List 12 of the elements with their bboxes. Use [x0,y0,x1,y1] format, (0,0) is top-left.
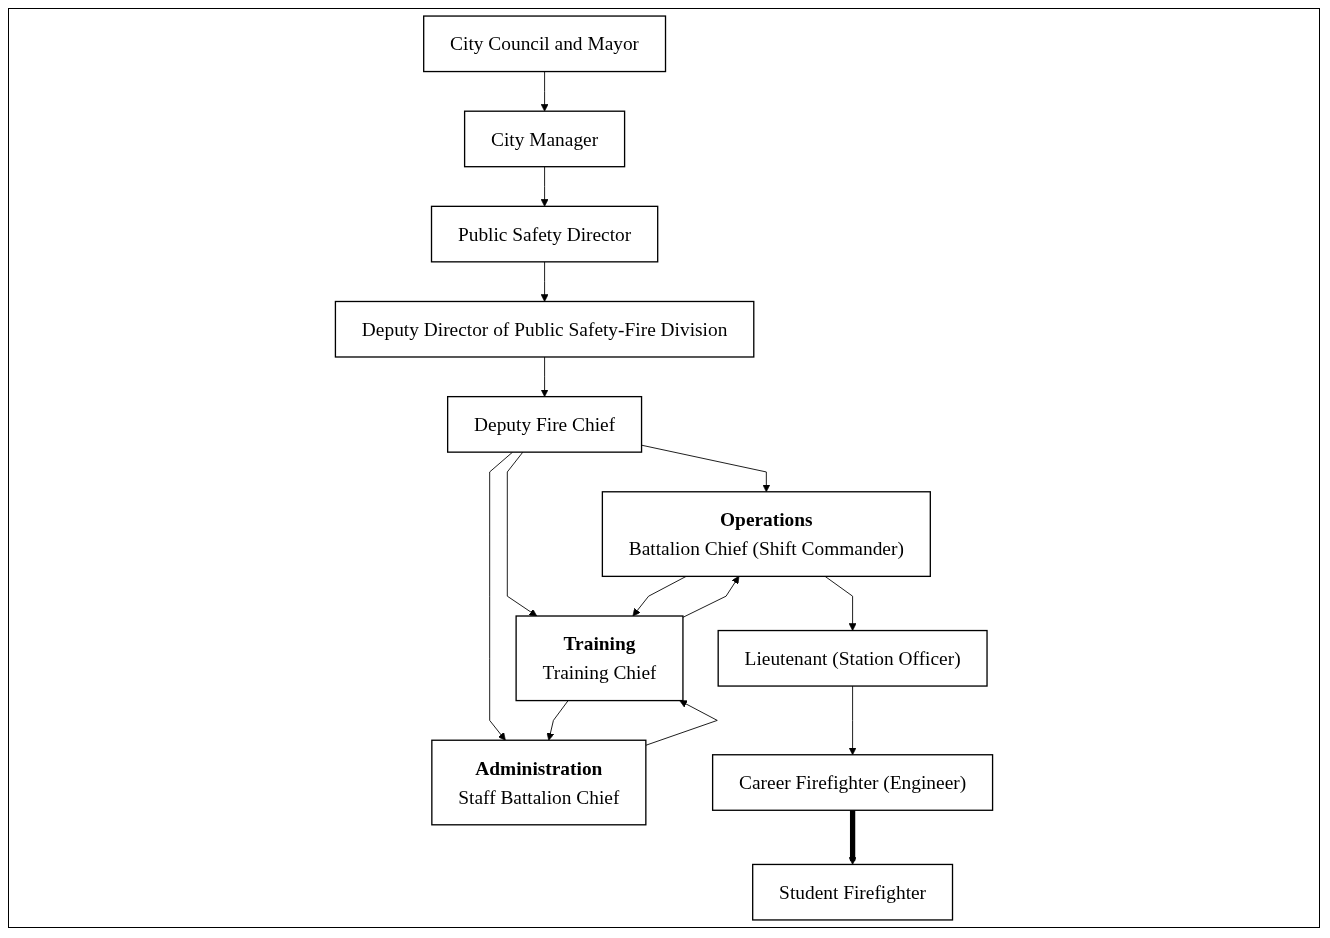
node-box: Public Safety Director [430,205,659,263]
node-box: Career Firefighter (Engineer) [711,754,994,811]
node-box: City Manager [463,110,626,168]
node-box: Deputy Director of Public Safety-Fire Division [334,300,755,358]
node-box: Deputy Fire Chief [447,395,643,453]
node-box: Operations Battalion Chief (Shift Commander) [601,491,931,577]
arrow [848,810,857,865]
node-box: Administration Staff Battalion Chief [431,739,647,826]
node-box: Student Firefighter [752,863,954,921]
node-box: Lieutenant (Station Officer) [717,629,988,687]
node-box: Training Training Chief [515,615,684,702]
node-box: City Council and Mayor [423,15,667,73]
